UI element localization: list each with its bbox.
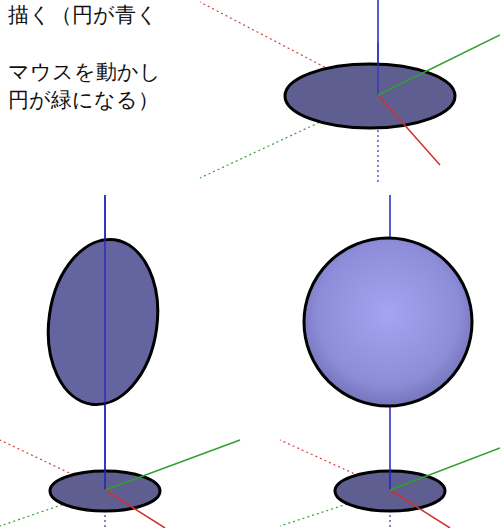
ellipse-figure — [0, 195, 240, 528]
sphere-figure — [280, 195, 500, 528]
instruction-text: 円が緑になる） — [6, 88, 161, 113]
top-figure — [200, 0, 500, 185]
instruction-text: 描く（円が青く — [6, 3, 160, 28]
instruction-text: マウスを動かし — [6, 60, 163, 85]
